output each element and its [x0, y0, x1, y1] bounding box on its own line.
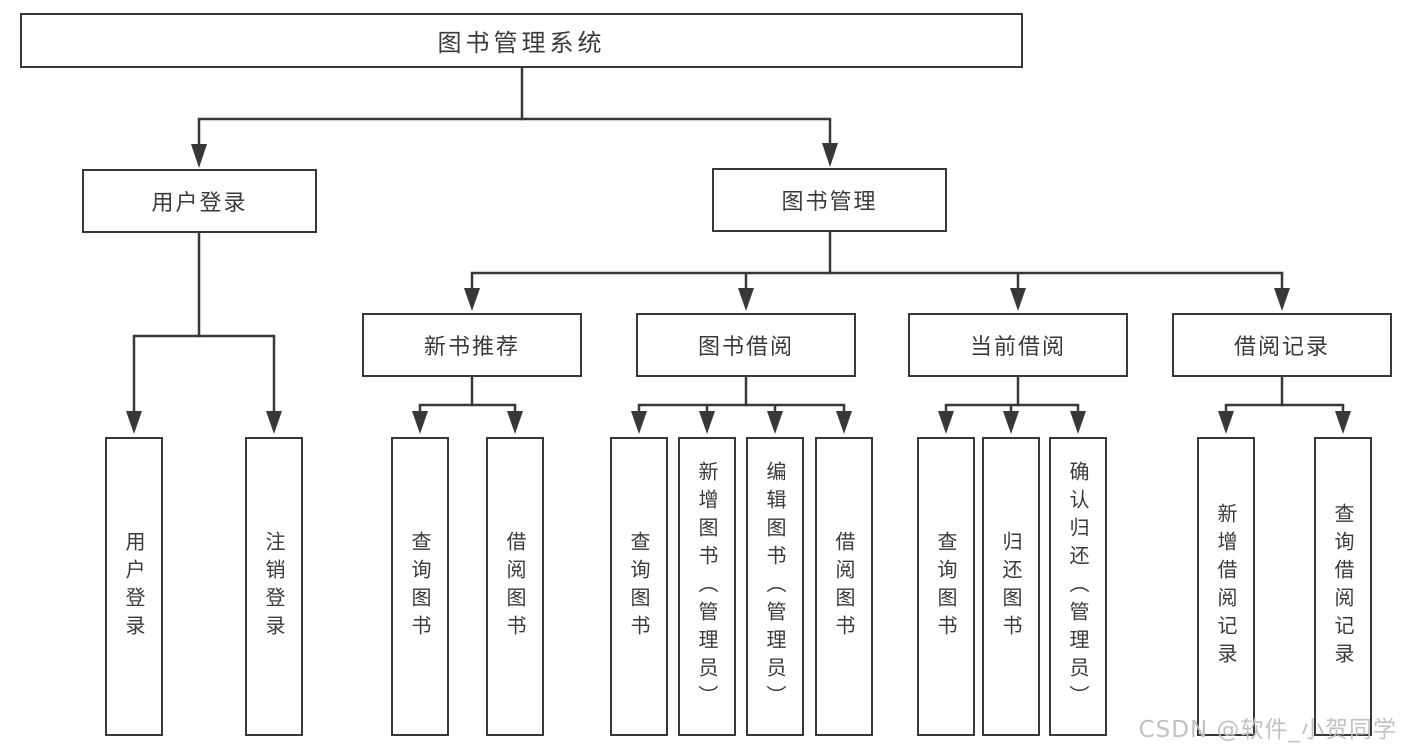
leaf-query-borrow-record: 查询借阅记录 — [1314, 437, 1372, 736]
node-new-book-recommendation: 新书推荐 — [362, 313, 582, 377]
node-label: 图书管理系统 — [437, 29, 606, 57]
node-label: 图书管理 — [781, 190, 878, 215]
leaf-label: 查询图书 — [408, 530, 432, 643]
node-book-borrowing: 图书借阅 — [636, 313, 856, 377]
leaf-label: 注销登录 — [262, 530, 286, 643]
leaf-label: 新增图书（管理员） — [695, 460, 719, 713]
leaf-label: 归还图书 — [999, 530, 1023, 643]
leaf-label: 新增借阅记录 — [1214, 502, 1238, 671]
node-library-management-system: 图书管理系统 — [20, 13, 1023, 68]
leaf-add-book-admin: 新增图书（管理员） — [678, 437, 736, 736]
node-label: 图书借阅 — [697, 335, 794, 360]
leaf-query-books-borrowing: 查询图书 — [610, 437, 668, 736]
node-user-login: 用户登录 — [82, 169, 317, 233]
leaf-edit-book-admin: 编辑图书（管理员） — [746, 437, 804, 736]
node-label: 新书推荐 — [423, 335, 520, 360]
leaf-label: 确认归还（管理员） — [1066, 460, 1090, 713]
csdn-watermark: CSDN @软件_小贺同学 — [1138, 717, 1397, 743]
leaf-label: 查询图书 — [627, 530, 651, 643]
leaf-borrow-books-borrowing: 借阅图书 — [815, 437, 873, 736]
leaf-return-books: 归还图书 — [982, 437, 1040, 736]
node-book-management: 图书管理 — [712, 168, 947, 232]
node-label: 当前借阅 — [969, 335, 1066, 360]
leaf-label: 编辑图书（管理员） — [763, 460, 787, 713]
leaf-label: 用户登录 — [122, 530, 146, 643]
leaf-borrow-books-recommend: 借阅图书 — [486, 437, 544, 736]
leaf-label: 查询借阅记录 — [1331, 502, 1355, 671]
leaf-query-books-recommend: 查询图书 — [391, 437, 449, 736]
node-label: 用户登录 — [151, 191, 248, 216]
leaf-label: 借阅图书 — [503, 530, 527, 643]
leaf-add-borrow-record: 新增借阅记录 — [1197, 437, 1255, 736]
node-borrowing-records: 借阅记录 — [1172, 313, 1392, 377]
node-label: 借阅记录 — [1233, 335, 1330, 360]
leaf-confirm-return-admin: 确认归还（管理员） — [1049, 437, 1107, 736]
leaf-query-books-current: 查询图书 — [917, 437, 975, 736]
leaf-logout: 注销登录 — [245, 437, 303, 736]
leaf-label: 查询图书 — [934, 530, 958, 643]
node-current-borrowing: 当前借阅 — [908, 313, 1128, 377]
leaf-label: 借阅图书 — [832, 530, 856, 643]
leaf-user-login: 用户登录 — [105, 437, 163, 736]
